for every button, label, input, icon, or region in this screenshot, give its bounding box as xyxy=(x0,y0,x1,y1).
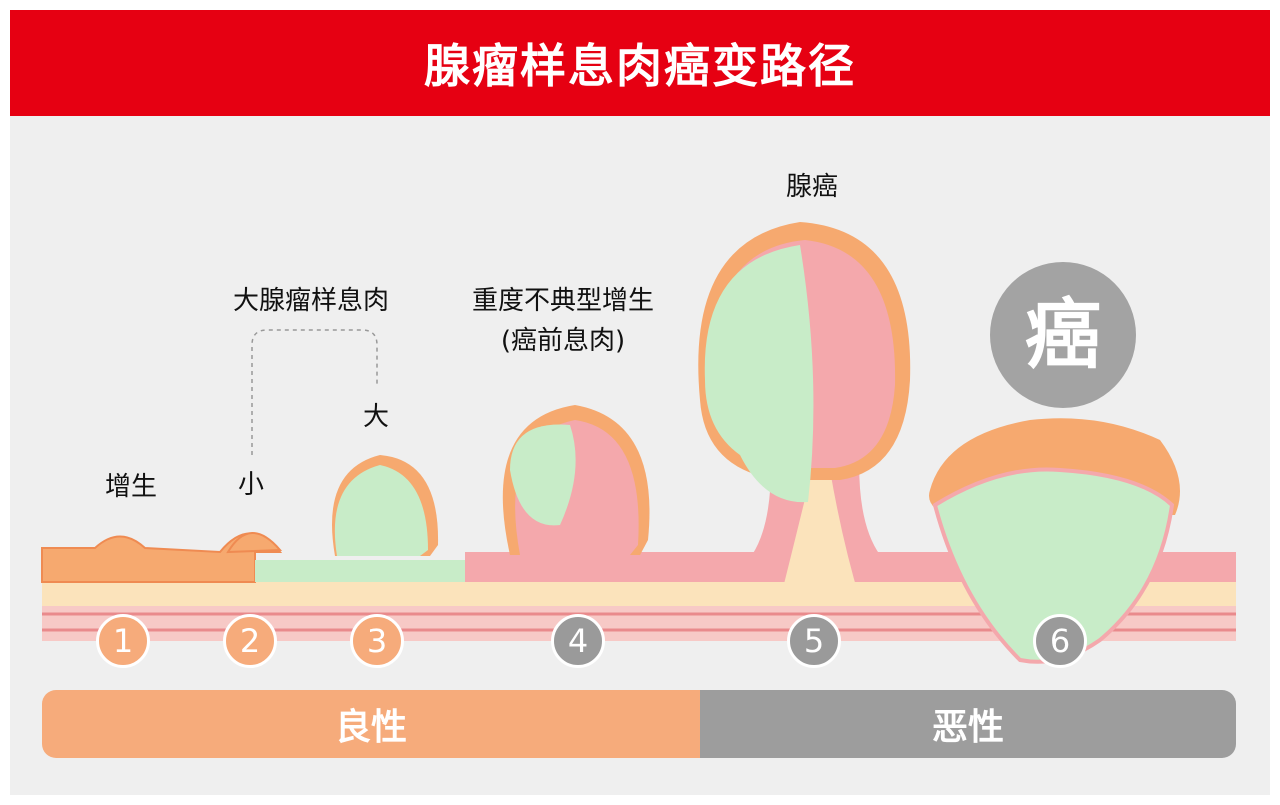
label-severe-dysplasia: 重度不典型增生 xyxy=(471,286,655,316)
label-small: 小 xyxy=(237,470,265,500)
stage-2-marker: 2 xyxy=(223,614,277,668)
adenocarcinoma-green xyxy=(704,245,814,503)
stage-3-marker: 3 xyxy=(350,614,404,668)
small-polyp xyxy=(226,532,283,554)
label-large: 大 xyxy=(362,402,390,432)
page-title: 腺瘤样息肉癌变路径 xyxy=(424,39,856,93)
cancer-badge: 癌 xyxy=(990,262,1136,408)
stage-5-marker: 5 xyxy=(787,614,841,668)
benign-label: 良性 xyxy=(334,707,407,748)
large-polyp-core xyxy=(334,465,428,556)
dysplasia-polyp-green xyxy=(510,424,576,526)
mucosa-orange-segment xyxy=(41,532,283,583)
stage-6-marker: 6 xyxy=(1033,614,1087,668)
invasive-cancer-core xyxy=(932,467,1175,664)
title-banner: 腺瘤样息肉癌变路径 xyxy=(10,10,1270,116)
benign-bar: 良性 xyxy=(42,690,700,758)
label-precancerous-polyp: (癌前息肉) xyxy=(500,326,626,356)
adenocarcinoma-stalk-core xyxy=(780,470,860,600)
label-hyperplasia: 增生 xyxy=(104,472,158,502)
stage-4-marker: 4 xyxy=(551,614,605,668)
stage-1-marker: 1 xyxy=(96,614,150,668)
label-large-adenomatous-polyp: 大腺瘤样息肉 xyxy=(232,286,390,316)
malignant-label: 恶性 xyxy=(931,707,1004,748)
growth-bracket xyxy=(251,329,378,455)
mucosa-green-segment xyxy=(255,560,465,582)
malignant-bar: 恶性 xyxy=(700,690,1236,758)
label-adenocarcinoma: 腺癌 xyxy=(785,172,839,202)
